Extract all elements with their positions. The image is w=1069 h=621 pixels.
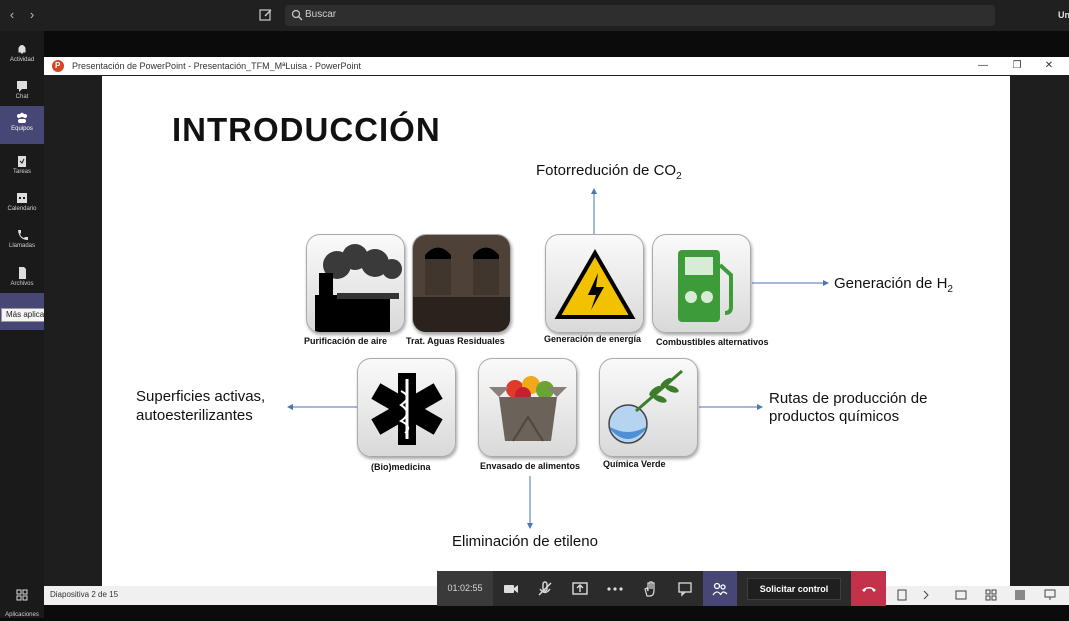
forward-arrow-icon[interactable]: › [29, 7, 35, 22]
rail-item-chat[interactable]: Chat [0, 74, 44, 110]
chat-panel-icon[interactable] [676, 580, 694, 598]
share-screen-icon[interactable] [571, 580, 589, 598]
calendar-icon [17, 193, 27, 203]
participants-button[interactable] [703, 571, 737, 606]
hang-up-icon [862, 587, 876, 592]
camera-icon[interactable] [502, 580, 520, 598]
user-avatar[interactable]: Un [1058, 10, 1069, 20]
rail-label: Tareas [12, 169, 31, 175]
hang-up-button[interactable] [851, 571, 886, 606]
fotorreduccion-subscript: 2 [676, 171, 682, 182]
caption-quimica: Química Verde [603, 459, 666, 469]
fotorreduccion-label: Fotorredución de CO [536, 162, 677, 179]
search-icon [291, 9, 303, 21]
teams-icon [17, 112, 27, 123]
high-voltage-icon [554, 249, 636, 319]
notes-icon[interactable] [896, 589, 908, 601]
tasks-icon [18, 156, 26, 167]
logo-letter: P [55, 61, 61, 70]
food-box-icon [489, 376, 567, 442]
tile-generacion-energia [545, 234, 644, 333]
caption-combustibles: Combustibles alternativos [656, 337, 769, 347]
connector-arrows [287, 188, 829, 529]
ppt-titlebar: P Presentación de PowerPoint - Presentac… [44, 57, 1069, 75]
generacion-h-subscript: 2 [947, 284, 953, 295]
superficies-line-1: Superficies activas, [136, 388, 266, 405]
tile-quimica-verde [599, 358, 698, 457]
rail-item-equipos[interactable]: Equipos [0, 106, 44, 144]
slideshow-icon[interactable] [1044, 589, 1056, 601]
mic-muted-icon[interactable] [536, 580, 554, 598]
rail-item-archivos[interactable]: Archivos [0, 261, 44, 297]
caption-energia: Generación de energía [544, 334, 642, 344]
rutas-line-2: productos químicos [769, 408, 900, 425]
tile-alimentos [478, 358, 577, 457]
apps-icon [16, 589, 28, 601]
generacion-h-label: Generación de H [834, 275, 948, 292]
rail-label: Chat [15, 94, 29, 100]
rail-label: Calendario [7, 206, 37, 212]
etileno-text: Eliminación de etileno [452, 533, 598, 550]
chat-icon [17, 81, 27, 92]
meeting-controls: 01:02:55 Solicitar control [437, 571, 886, 606]
search-placeholder: Buscar [305, 9, 337, 20]
rail-label: Actividad [9, 57, 35, 63]
raise-hand-icon[interactable] [641, 580, 659, 598]
water-treatment-icon [413, 235, 510, 332]
slide-counter: Diapositiva 2 de 15 [50, 590, 119, 599]
close-icon[interactable]: ✕ [1044, 60, 1054, 71]
fotorreduccion-text: Fotorredución de CO2 [536, 162, 682, 182]
file-icon [19, 267, 26, 279]
superficies-line-2: autoesterilizantes [136, 407, 253, 424]
rail-item-llamadas[interactable]: Llamadas [0, 223, 44, 259]
more-options-icon[interactable] [606, 580, 624, 598]
search-input[interactable]: Buscar [285, 5, 995, 26]
bell-icon [18, 45, 26, 54]
meeting-timer: 01:02:55 [437, 571, 493, 606]
fuel-pump-icon [678, 250, 733, 322]
reading-view-icon[interactable] [1014, 589, 1026, 601]
flask-leaf-icon [608, 369, 683, 444]
restore-icon[interactable]: ❐ [1012, 60, 1022, 71]
apps-label: Aplicaciones [5, 612, 39, 618]
rail-label: Equipos [11, 126, 33, 132]
phone-icon [18, 230, 28, 240]
tile-biomedicina [357, 358, 456, 457]
teams-top-bar: ‹ › Buscar Un [0, 0, 1069, 31]
request-control-button[interactable]: Solicitar control [747, 578, 841, 600]
back-arrow-icon[interactable]: ‹ [9, 7, 15, 22]
tile-purificacion-aire [306, 234, 405, 333]
slide-sorter-icon[interactable] [985, 589, 997, 601]
normal-view-icon[interactable] [955, 589, 967, 601]
rail-item-tareas[interactable]: Tareas [0, 149, 44, 185]
rail-item-calendario[interactable]: Calendario [0, 186, 44, 222]
generacion-h-text: Generación de H2 [834, 275, 953, 295]
tile-aguas-residuales [412, 234, 511, 333]
minimize-icon[interactable]: — [978, 60, 988, 71]
caption-biomedicina: (Bio)medicina [371, 462, 431, 472]
next-slide-icon[interactable] [920, 589, 932, 601]
medical-star-icon [371, 373, 443, 445]
tile-combustibles [652, 234, 751, 333]
caption-aire: Purificación de aire [304, 336, 388, 346]
shared-powerpoint-window: P Presentación de PowerPoint - Presentac… [44, 57, 1069, 605]
rutas-line-1: Rutas de producción de [769, 390, 928, 407]
slide-title: INTRODUCCIÓN [172, 111, 441, 148]
rail-label: Llamadas [8, 243, 35, 249]
powerpoint-logo-icon: P [52, 60, 64, 72]
slide-canvas: INTRODUCCIÓN Fotorredución de CO2 Genera… [102, 76, 1010, 586]
caption-alimentos: Envasado de alimentos [480, 461, 581, 471]
participants-icon [712, 582, 728, 596]
factory-smoke-icon [315, 244, 402, 332]
rail-label: Archivos [10, 281, 34, 287]
apps-button[interactable]: Aplicaciones [0, 585, 44, 618]
caption-aguas: Trat. Aguas Residuales [406, 336, 505, 346]
ppt-window-title: Presentación de PowerPoint - Presentació… [72, 61, 361, 71]
compose-icon[interactable] [258, 7, 274, 23]
rail-item-actividad[interactable]: Actividad [0, 37, 44, 73]
